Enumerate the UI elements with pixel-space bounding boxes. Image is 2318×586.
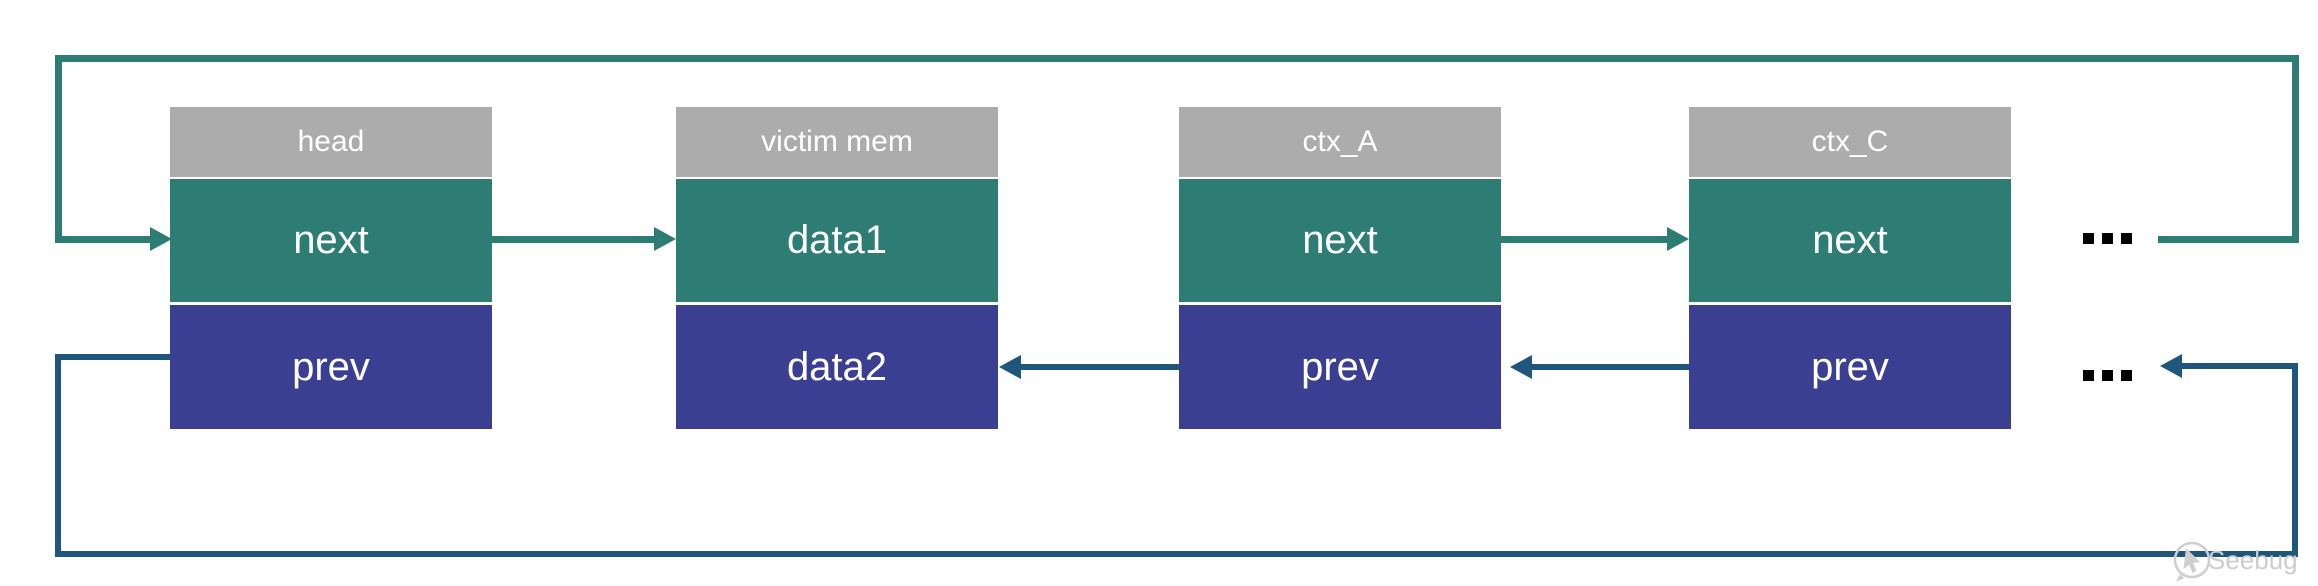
head-next-to-victim-line [492,236,656,243]
ellipsis-dot [2121,233,2132,244]
next-loop-left-line [55,55,62,243]
ellipsis-dot [2102,233,2113,244]
ellipsis-dot [2121,370,2132,381]
prev-loop-bottom-line [55,551,2298,557]
node-ctx-c: ctx_C next prev [1689,107,2011,429]
seebug-watermark: Seebug [2173,541,2298,582]
node-victim-data1-row: data1 [676,179,998,302]
next-loop-entry-line [55,236,152,243]
ellipsis-dot [2083,233,2094,244]
node-head-prev-row: prev [170,305,492,429]
ctxA-prev-to-victim-line [1019,364,1181,370]
arrowhead-into-ctxC-next [1667,227,1689,251]
ellipsis-dot [2083,370,2094,381]
ctxC-prev-to-ctxA-line [1530,364,1691,370]
seebug-logo-icon [2173,541,2211,582]
node-head-title: head [170,107,492,177]
prev-row-ellipsis [2083,370,2132,381]
watermark-text: Seebug [2208,545,2298,575]
ctxA-next-to-ctxC-line [1499,236,1669,243]
node-head: head next prev [170,107,492,429]
next-loop-right-stub-line [2158,236,2299,243]
node-victim-data2-row: data2 [676,305,998,429]
arrowhead-into-prev-ellipsis [2160,354,2182,378]
arrowhead-into-data2 [999,355,1021,379]
node-ctx-a-prev-row: prev [1179,305,1501,429]
prev-loop-right-line [2292,363,2298,557]
logo-bubble-tail [2176,574,2184,582]
logo-cursor-icon [2183,548,2200,573]
next-loop-right-line [2292,55,2299,243]
node-ctx-c-prev-row: prev [1689,305,2011,429]
node-victim-title: victim mem [676,107,998,177]
node-ctx-c-title: ctx_C [1689,107,2011,177]
next-row-ellipsis [2083,233,2132,244]
arrowhead-into-ctxA-prev [1510,355,1532,379]
prev-loop-arrow-line [2182,363,2298,369]
node-ctx-a-title: ctx_A [1179,107,1501,177]
arrowhead-into-data1 [654,227,676,251]
prev-loop-left-line [55,354,61,557]
node-ctx-a-next-row: next [1179,179,1501,302]
node-victim-mem: victim mem data1 data2 [676,107,998,429]
node-ctx-c-next-row: next [1689,179,2011,302]
node-ctx-a: ctx_A next prev [1179,107,1501,429]
node-head-next-row: next [170,179,492,302]
arrowhead-into-head-next [150,227,172,251]
prev-loop-exit-line [55,354,171,360]
next-loop-top-line [55,55,2299,62]
ellipsis-dot [2102,370,2113,381]
